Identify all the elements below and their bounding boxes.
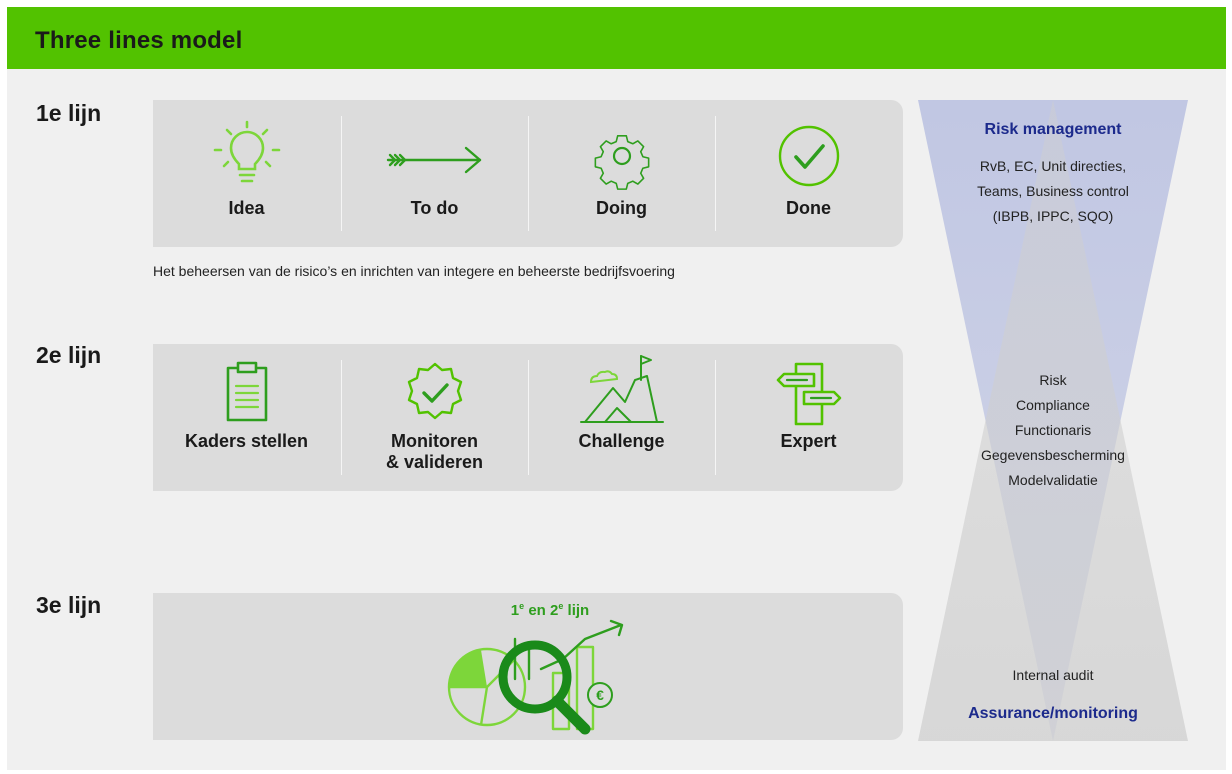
middle-line-text: Modelvalidatie bbox=[1008, 472, 1098, 488]
first-line-label: 1e lijn bbox=[36, 100, 102, 126]
role-challenge: Challenge bbox=[528, 350, 715, 452]
role-monitoren: Monitoren & valideren bbox=[341, 360, 528, 473]
first-line-panel: Idea To do Doing Done bbox=[153, 100, 903, 247]
second-line-label: 2e lijn bbox=[36, 342, 102, 368]
step-doing: Doing bbox=[528, 120, 715, 219]
arrow-right-icon bbox=[386, 146, 481, 174]
step-todo: To do bbox=[341, 120, 528, 219]
assurance-monitoring-title: Assurance/monitoring bbox=[968, 705, 1138, 722]
divider bbox=[341, 360, 342, 475]
lightbulb-icon bbox=[213, 120, 280, 183]
magnifier-chart-icon: € bbox=[447, 619, 624, 735]
top-line-text: (IBPB, IPPC, SQO) bbox=[992, 208, 1114, 224]
step-label: To do bbox=[410, 198, 459, 218]
role-kaders: Kaders stellen bbox=[153, 360, 340, 452]
step-label: Done bbox=[786, 198, 831, 218]
divider bbox=[341, 116, 342, 231]
internal-audit-text: Internal audit bbox=[1012, 667, 1094, 683]
signpost-icon bbox=[776, 362, 841, 426]
third-line-panel: 1e en 2e lijn € bbox=[153, 593, 903, 740]
middle-line-text: Risk bbox=[1039, 372, 1067, 388]
responsibility-column: Risk management RvB, EC, Unit directies,… bbox=[918, 100, 1188, 741]
top-line-text: Teams, Business control bbox=[977, 183, 1129, 199]
role-label-line2: & valideren bbox=[385, 452, 484, 472]
hourglass-graphic bbox=[918, 100, 1188, 741]
step-idea: Idea bbox=[153, 120, 340, 219]
mountain-flag-icon bbox=[579, 355, 664, 423]
divider bbox=[528, 116, 529, 231]
role-expert: Expert bbox=[715, 360, 902, 452]
divider bbox=[715, 116, 716, 231]
step-label: Idea bbox=[228, 198, 265, 218]
middle-line-text: Gegevensbescherming bbox=[981, 447, 1125, 463]
audit-scope-label: 1e en 2e lijn bbox=[510, 601, 590, 619]
top-line-text: RvB, EC, Unit directies, bbox=[979, 158, 1127, 174]
divider bbox=[715, 360, 716, 475]
gear-icon bbox=[594, 135, 649, 190]
step-done: Done bbox=[715, 120, 902, 219]
middle-line-text: Compliance bbox=[1016, 397, 1090, 413]
third-line-label: 3e lijn bbox=[36, 592, 102, 618]
role-label: Expert bbox=[780, 431, 837, 451]
middle-line-text: Functionaris bbox=[1014, 422, 1092, 438]
header-bar: Three lines model bbox=[7, 7, 1226, 69]
second-line-panel: Kaders stellen Monitoren & valideren Cha… bbox=[153, 344, 903, 491]
clipboard-icon bbox=[226, 361, 267, 422]
divider bbox=[528, 360, 529, 475]
role-label: Monitoren bbox=[391, 431, 478, 451]
check-circle-icon bbox=[778, 125, 839, 187]
step-label: Doing bbox=[596, 198, 647, 218]
role-label: Kaders stellen bbox=[184, 431, 309, 451]
verified-badge-icon bbox=[407, 362, 462, 420]
role-label: Challenge bbox=[578, 431, 665, 451]
first-line-description: Het beheersen van de risico’s en inricht… bbox=[153, 263, 675, 279]
page-title: Three lines model bbox=[35, 27, 243, 54]
svg-text:€: € bbox=[596, 687, 604, 703]
risk-management-title: Risk management bbox=[984, 121, 1122, 138]
